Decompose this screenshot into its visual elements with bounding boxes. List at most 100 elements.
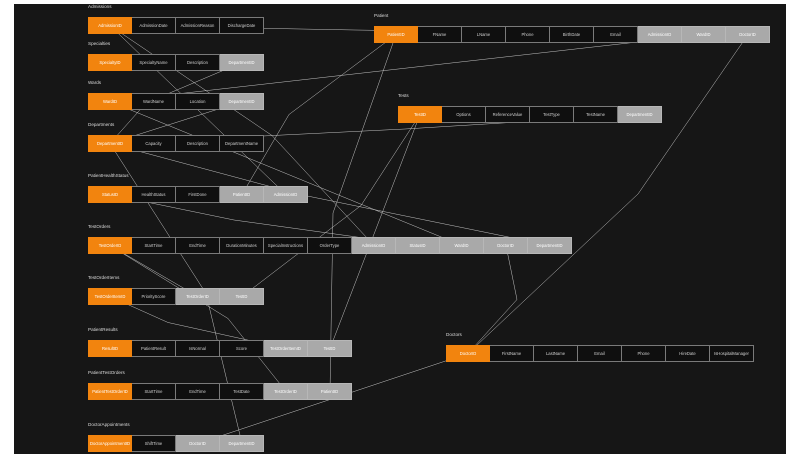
- foreign-key-column[interactable]: AdmissionID: [638, 26, 682, 43]
- column[interactable]: DischargeDate: [220, 17, 264, 34]
- table-title: Wards: [88, 80, 102, 85]
- primary-key-column[interactable]: DepartmentID: [88, 135, 132, 152]
- foreign-key-column[interactable]: StatusID: [396, 237, 440, 254]
- foreign-key-column[interactable]: TestOrderID: [176, 288, 220, 305]
- column[interactable]: EndTime: [176, 237, 220, 254]
- column[interactable]: SpecialInstructions: [264, 237, 308, 254]
- foreign-key-column[interactable]: DepartmentID: [220, 93, 264, 110]
- foreign-key-column[interactable]: AdmissionID: [264, 186, 308, 203]
- foreign-key-column[interactable]: WardID: [440, 237, 484, 254]
- column[interactable]: AdmissionReason: [176, 17, 220, 34]
- column[interactable]: StartTime: [132, 383, 176, 400]
- primary-key-column[interactable]: ResultID: [88, 340, 132, 357]
- column[interactable]: Capacity: [132, 135, 176, 152]
- foreign-key-column[interactable]: DoctorID: [484, 237, 528, 254]
- column[interactable]: PriorityScore: [132, 288, 176, 305]
- column[interactable]: ShiftTime: [132, 435, 176, 452]
- column[interactable]: EndTime: [176, 383, 220, 400]
- primary-key-column[interactable]: StatusID: [88, 186, 132, 203]
- primary-key-column[interactable]: TestID: [398, 106, 442, 123]
- column[interactable]: PatientResult: [132, 340, 176, 357]
- foreign-key-column[interactable]: WardID: [682, 26, 726, 43]
- column[interactable]: Phone: [506, 26, 550, 43]
- column[interactable]: IsNormal: [176, 340, 220, 357]
- table-title: PatientTestOrders: [88, 370, 125, 375]
- foreign-key-column[interactable]: TestID: [220, 288, 264, 305]
- column[interactable]: LName: [462, 26, 506, 43]
- foreign-key-column[interactable]: DepartmentID: [528, 237, 572, 254]
- foreign-key-column[interactable]: TestOrderID: [264, 383, 308, 400]
- foreign-key-column[interactable]: AdmissionID: [352, 237, 396, 254]
- primary-key-column[interactable]: DoctorID: [446, 345, 490, 362]
- column[interactable]: WardName: [132, 93, 176, 110]
- foreign-key-column[interactable]: PatientID: [220, 186, 264, 203]
- table-title: PatientResults: [88, 327, 118, 332]
- column[interactable]: LastName: [534, 345, 578, 362]
- column[interactable]: AdmissionDate: [132, 17, 176, 34]
- column[interactable]: HealthStatus: [132, 186, 176, 203]
- foreign-key-column[interactable]: DepartmentID: [220, 435, 264, 452]
- primary-key-column[interactable]: PatientID: [374, 26, 418, 43]
- column[interactable]: FirstName: [490, 345, 534, 362]
- primary-key-column[interactable]: WardID: [88, 93, 132, 110]
- foreign-key-column[interactable]: TestID: [308, 340, 352, 357]
- column[interactable]: FName: [418, 26, 462, 43]
- column[interactable]: HireDate: [666, 345, 710, 362]
- column[interactable]: Email: [578, 345, 622, 362]
- foreign-key-column[interactable]: DoctorID: [726, 26, 770, 43]
- column[interactable]: StartTime: [132, 237, 176, 254]
- foreign-key-column[interactable]: TestOrderItemID: [264, 340, 308, 357]
- primary-key-column[interactable]: TestOrderItemID: [88, 288, 132, 305]
- column[interactable]: IsHospitalManager: [710, 345, 754, 362]
- column[interactable]: Score: [220, 340, 264, 357]
- column[interactable]: FirstDone: [176, 186, 220, 203]
- column[interactable]: Description: [176, 54, 220, 71]
- primary-key-column[interactable]: AdmissionID: [88, 17, 132, 34]
- primary-key-column[interactable]: SpecialtyID: [88, 54, 132, 71]
- column[interactable]: Phone: [622, 345, 666, 362]
- table-title: Patient: [374, 13, 389, 18]
- column[interactable]: BirthDate: [550, 26, 594, 43]
- column[interactable]: SpecialtyName: [132, 54, 176, 71]
- column[interactable]: TestName: [574, 106, 618, 123]
- foreign-key-column[interactable]: PatientID: [308, 383, 352, 400]
- primary-key-column[interactable]: DoctorAppointmentID: [88, 435, 132, 452]
- column[interactable]: DurationMinutes: [220, 237, 264, 254]
- column[interactable]: TestType: [530, 106, 574, 123]
- table-title: DoctorAppointments: [88, 422, 130, 427]
- foreign-key-column[interactable]: DoctorID: [176, 435, 220, 452]
- primary-key-column[interactable]: TestOrderID: [88, 237, 132, 254]
- foreign-key-column[interactable]: DepartmentID: [618, 106, 662, 123]
- column[interactable]: Description: [176, 135, 220, 152]
- primary-key-column[interactable]: PatientTestOrderID: [88, 383, 132, 400]
- column[interactable]: ReferenceValue: [486, 106, 530, 123]
- foreign-key-column[interactable]: DepartmentID: [220, 54, 264, 71]
- column[interactable]: Email: [594, 26, 638, 43]
- table-title: TestOrderItems: [88, 275, 120, 280]
- column[interactable]: Location: [176, 93, 220, 110]
- relationship-line: [329, 34, 397, 392]
- relationship-line: [109, 245, 287, 392]
- column[interactable]: Options: [442, 106, 486, 123]
- column[interactable]: TestDate: [220, 383, 264, 400]
- column[interactable]: DepartmentName: [220, 135, 264, 152]
- column[interactable]: OrderType: [308, 237, 352, 254]
